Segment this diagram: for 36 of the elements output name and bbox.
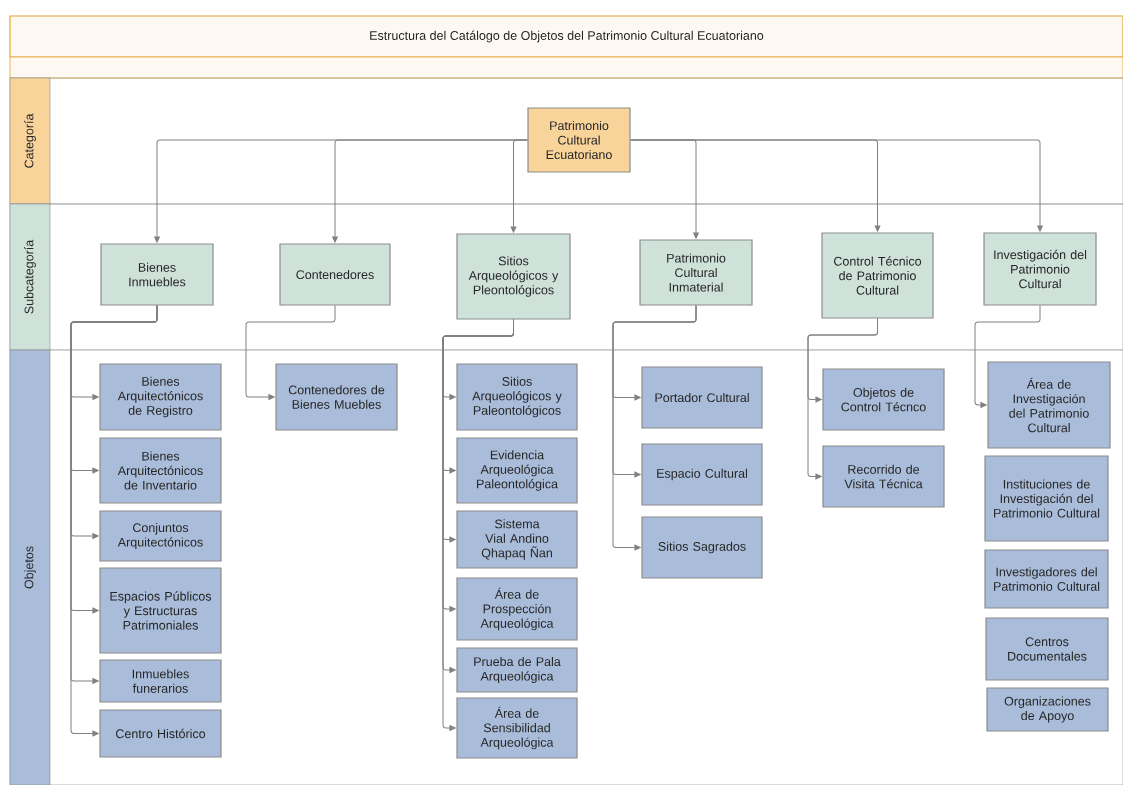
- object-box: Prueba de Pala Arqueológica: [456, 647, 578, 693]
- object-box: Área de Investigación del Patrimonio Cultural: [987, 361, 1111, 449]
- object-box: Recorrido de Visita Técnica: [822, 445, 945, 508]
- object-box: Objetos de Control Técnco: [822, 368, 945, 431]
- category-box: Patrimonio Cultural Ecuatoriano: [527, 107, 631, 173]
- object-box: Instituciones de Investigación del Patrimonio Cultural: [984, 455, 1109, 542]
- object-box: Espacios Públicos y Estructuras Patrimoniales: [99, 567, 222, 654]
- subcategory-box: Bienes Inmuebles: [100, 243, 214, 306]
- subcategory-box: Control Técnico de Patrimonio Cultural: [821, 232, 934, 319]
- object-box: Organizaciones de Apoyo: [986, 687, 1109, 732]
- connector-arrow: [974, 305, 1041, 408]
- object-box: Conjuntos Arquitectónicos: [99, 510, 222, 562]
- connector-arrow: [510, 139, 528, 233]
- connector-arrow: [630, 139, 1043, 232]
- connector-arrow: [807, 318, 878, 480]
- subcategory-box: Investigación del Patrimonio Cultural: [983, 232, 1097, 306]
- object-box: Sistema Vial Andino Qhapaq Ñan: [456, 510, 578, 569]
- object-box: Sitios Sagrados: [641, 516, 763, 579]
- object-box: Área de Prospección Arqueológica: [456, 577, 578, 641]
- subcategory-box: Sitios Arqueológicos y Pleontológicos: [456, 233, 571, 320]
- object-box: Centro Histórico: [99, 709, 222, 758]
- subcategory-box: Contenedores: [279, 243, 391, 306]
- object-box: Inmuebles funerarios: [99, 659, 222, 703]
- connector-arrow: [612, 305, 697, 551]
- object-box: Bienes Arquitectónicos de Registro: [99, 363, 222, 431]
- object-box: Sitios Arqueológicos y Paleontológicos: [456, 363, 578, 431]
- object-box: Portador Cultural: [641, 366, 763, 429]
- object-box: Centros Documentales: [985, 617, 1109, 681]
- object-box: Investigadores del Patrimonio Cultural: [984, 549, 1109, 609]
- object-box: Evidencia Arqueológica Paleontológica: [456, 437, 578, 504]
- object-box: Área de Sensibilidad Arqueológica: [456, 697, 578, 759]
- subcategory-box: Patrimonio Cultural Inmaterial: [639, 239, 753, 306]
- object-box: Contenedores de Bienes Muebles: [275, 363, 398, 431]
- connector-arrow: [245, 305, 336, 400]
- object-box: Bienes Arquitectónicos de Inventario: [99, 437, 222, 504]
- object-box: Espacio Cultural: [641, 443, 763, 506]
